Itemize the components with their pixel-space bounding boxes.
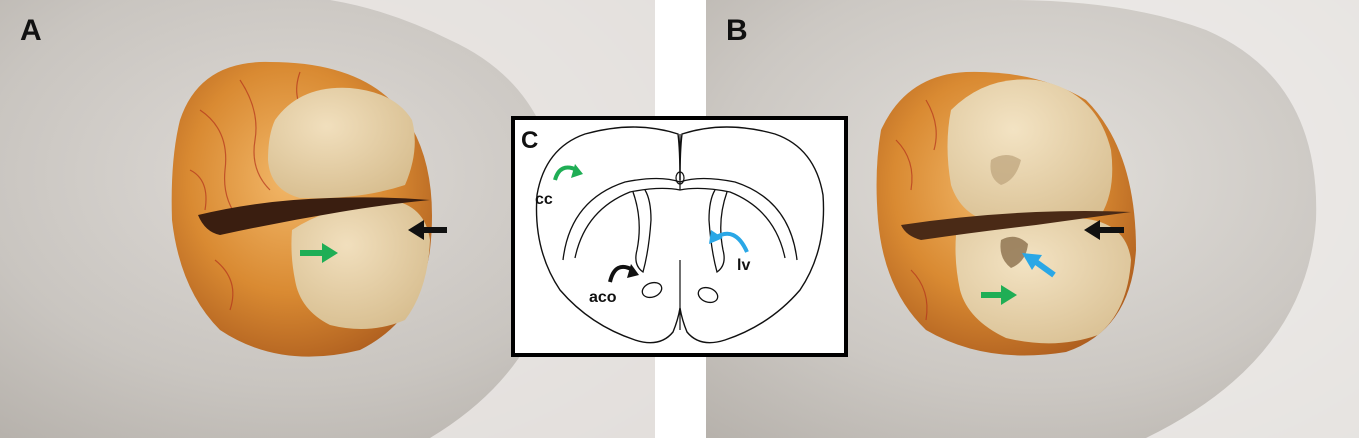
brain-outline	[535, 126, 825, 344]
brain-photo-a	[0, 0, 655, 438]
coronal-section-diagram: C cc lv aco	[521, 126, 825, 344]
blue-arrow-b	[1022, 253, 1056, 278]
corpus-callosum-inner	[574, 187, 786, 259]
lateral-ventricle-right	[708, 189, 728, 274]
green-curved-arrow	[553, 164, 583, 181]
lateral-ventricle-left	[632, 189, 652, 274]
green-arrow-b	[981, 285, 1017, 305]
photo-panel-b	[706, 0, 1359, 438]
label-cc: cc	[535, 191, 553, 208]
central-canal	[675, 171, 685, 185]
panel-letter-b: B	[726, 14, 748, 47]
black-arrow-b	[1084, 220, 1124, 240]
photo-panel-a	[0, 0, 655, 438]
brain-diagram-panel-c: C cc lv aco	[511, 116, 848, 357]
panel-letter-a: A	[20, 14, 42, 47]
black-curved-arrow	[608, 264, 639, 283]
panel-letter-c: C	[521, 127, 538, 154]
label-lv: lv	[737, 257, 750, 274]
anterior-commissure-left	[641, 281, 663, 299]
blue-curved-arrow	[709, 230, 749, 253]
brain-photo-b	[706, 0, 1359, 438]
green-arrow-a	[300, 243, 338, 263]
label-aco: aco	[589, 289, 617, 306]
corpus-callosum-outer	[562, 177, 798, 261]
anterior-commissure-right	[697, 286, 719, 304]
black-arrow-a	[408, 220, 447, 240]
